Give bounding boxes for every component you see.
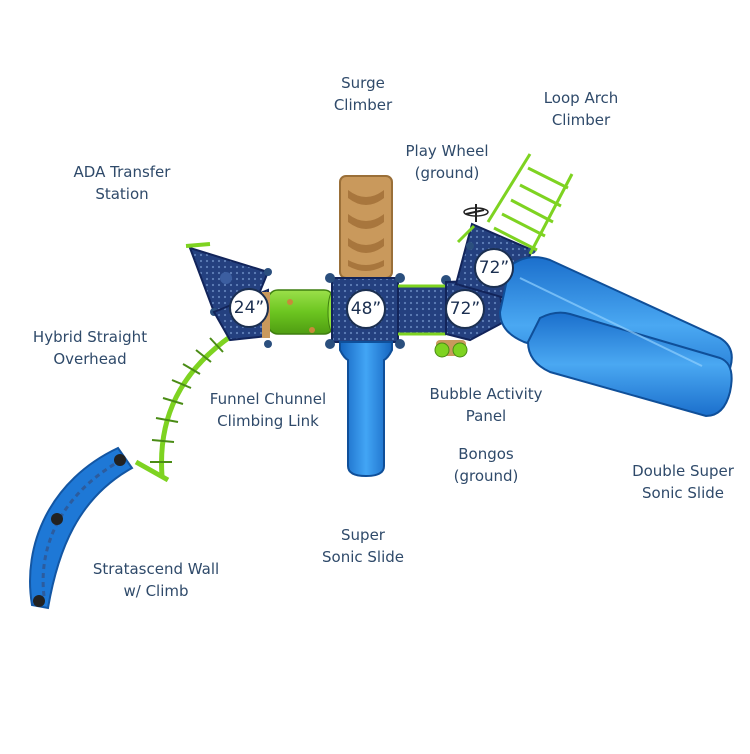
bubble-activity-panel (397, 275, 451, 336)
label-play-wheel: Play Wheel (ground) (405, 142, 489, 182)
super-sonic-slide (339, 341, 393, 478)
label-funnel-chunnel: Funnel Chunnel Climbing Link (209, 390, 327, 430)
funnel-chunnel-climbing-link (267, 289, 341, 335)
label-hybrid-straight-overhead: Hybrid Straight Overhead (32, 328, 148, 368)
svg-text:48”: 48” (351, 299, 381, 319)
hybrid-straight-overhead (134, 327, 242, 483)
label-surge-climber: Surge Climber (333, 74, 393, 114)
svg-text:72”: 72” (450, 299, 480, 319)
label-double-super-sonic-slide: Double Super Sonic Slide (632, 462, 734, 502)
svg-text:24”: 24” (234, 298, 264, 318)
stratascend-wall (29, 446, 134, 610)
surge-climber (339, 175, 393, 279)
deck-badge-48: 48” (346, 289, 386, 329)
deck-badge-72-lower: 72” (445, 289, 485, 329)
label-bubble-activity-panel: Bubble Activity Panel (429, 385, 543, 425)
label-stratascend-wall: Stratascend Wall w/ Climb (92, 560, 220, 600)
loop-arch-climber (486, 153, 574, 255)
bongos (434, 340, 468, 358)
deck-badge-72-upper: 72” (474, 248, 514, 288)
label-ada-transfer-station: ADA Transfer Station (73, 163, 171, 203)
label-super-sonic-slide: Super Sonic Slide (322, 526, 404, 566)
svg-text:72”: 72” (479, 258, 509, 278)
double-super-sonic-slide (498, 256, 733, 418)
label-bongos: Bongos (ground) (453, 445, 519, 485)
play-wheel (463, 204, 489, 222)
label-loop-arch-climber: Loop Arch Climber (543, 89, 619, 129)
deck-badge-24: 24” (229, 288, 269, 328)
